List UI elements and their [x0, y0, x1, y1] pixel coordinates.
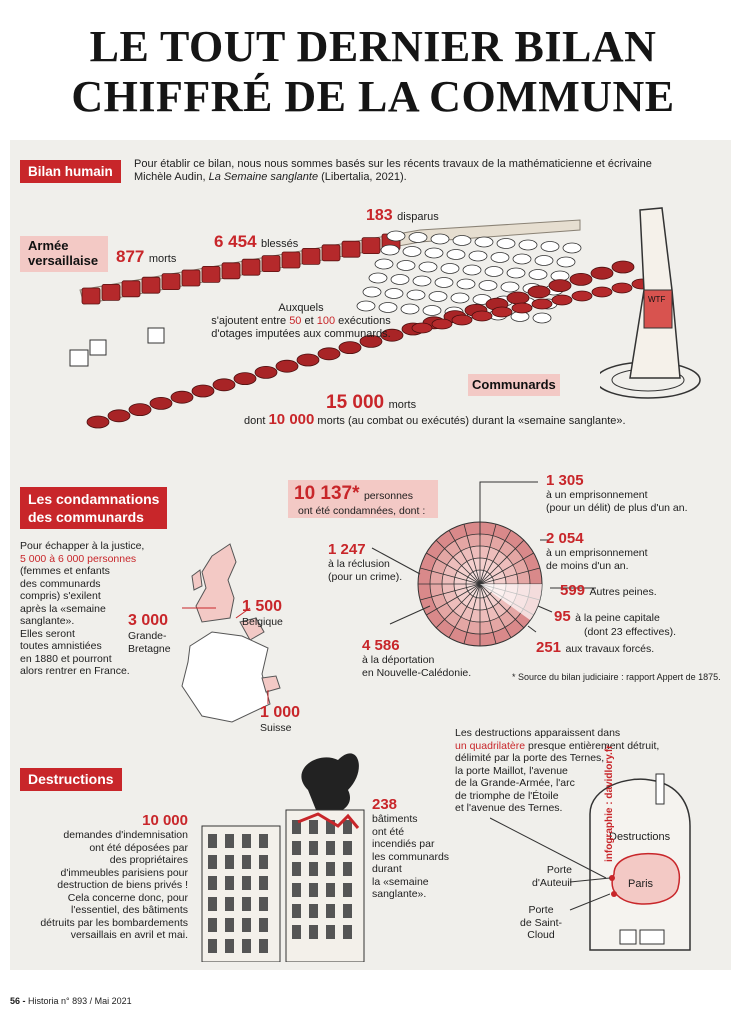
versaillais-blesses: 6 454 blessés — [214, 232, 299, 251]
exil-text: Pour échapper à la justice, 5 000 à 6 00… — [20, 540, 145, 677]
exil-belgique: 1 500 Belgique — [242, 598, 283, 628]
peine-d: 95 à la peine capitale (dont 23 effectiv… — [554, 608, 677, 638]
peine-c: 599 Autres peines. — [560, 582, 657, 599]
exil-gb: 3 000 Grande- Bretagne — [128, 612, 171, 655]
armee-versaillaise-box: Armée versaillaise — [20, 236, 108, 272]
map-paris-label: Paris — [628, 878, 654, 890]
peine-e: 251 aux travaux forcés. — [536, 639, 655, 656]
credit-vertical: infographie : davidlory.fr — [604, 744, 615, 862]
victims-illustration — [69, 219, 653, 429]
condamnes-total-box: 10 137* personnes ont été condamnées, do… — [288, 480, 438, 518]
tree-sign-text: WTF — [648, 295, 665, 304]
porte-saint-cloud: Porte de Saint- Cloud — [519, 904, 563, 941]
map-leaders — [490, 817, 610, 911]
versaillais-disparus: 183 disparus — [366, 207, 439, 224]
bilan-humain-badge: Bilan humain — [20, 160, 121, 183]
tree-illustration: WTF — [600, 207, 701, 399]
peine-g: 4 586 à la déportation en Nouvelle-Caléd… — [362, 637, 472, 679]
bilan-intro: Pour établir ce bilan, nous nous sommes … — [134, 158, 652, 183]
peine-a: 1 305 à un emprisonnement (pour un délit… — [546, 472, 688, 514]
condamnations-radial — [417, 521, 543, 647]
otages-note: Auxquels s'ajoutent entre 50 et 100 exéc… — [211, 302, 391, 340]
communards-dont: dont 10 000 morts (au combat ou exécutés… — [244, 411, 626, 428]
communards-box: Communards — [468, 374, 560, 396]
exil-suisse: 1 000 Suisse — [260, 704, 301, 734]
title-line-1: LE TOUT DERNIER BILAN — [89, 22, 657, 71]
title-line-2: CHIFFRÉ DE LA COMMUNE — [71, 72, 675, 121]
source-note: * Source du bilan judiciaire : rapport A… — [512, 672, 721, 682]
peine-f: 1 247 à la réclusion (pour un crime). — [328, 541, 403, 583]
porte-auteuil: Porte d'Auteuil — [532, 864, 572, 889]
footer: 56 - Historia n° 893 / Mai 2021 — [10, 996, 132, 1006]
map-destructions-label: Destructions — [609, 831, 671, 843]
quadrilatere-text: Les destructions apparaissent dans un qu… — [455, 727, 660, 814]
condamnations-badge: Les condamnations des communards — [20, 487, 168, 529]
communards-morts: 15 000 morts — [326, 392, 417, 413]
versaillais-morts: 877 morts — [116, 247, 177, 266]
condamnations-leaders — [371, 481, 596, 633]
batiments-text: 238 bâtiments ont été incendiés par les … — [372, 796, 450, 900]
indemnisation-text: 10 000 demandes d'indemnisation ont été … — [40, 812, 188, 941]
peine-b: 2 054 à un emprisonnement de moins d'un … — [546, 530, 648, 572]
paris-map — [589, 773, 691, 951]
destructions-badge: Destructions — [20, 768, 122, 791]
buildings-illustration — [201, 753, 365, 962]
exile-map — [181, 543, 281, 723]
